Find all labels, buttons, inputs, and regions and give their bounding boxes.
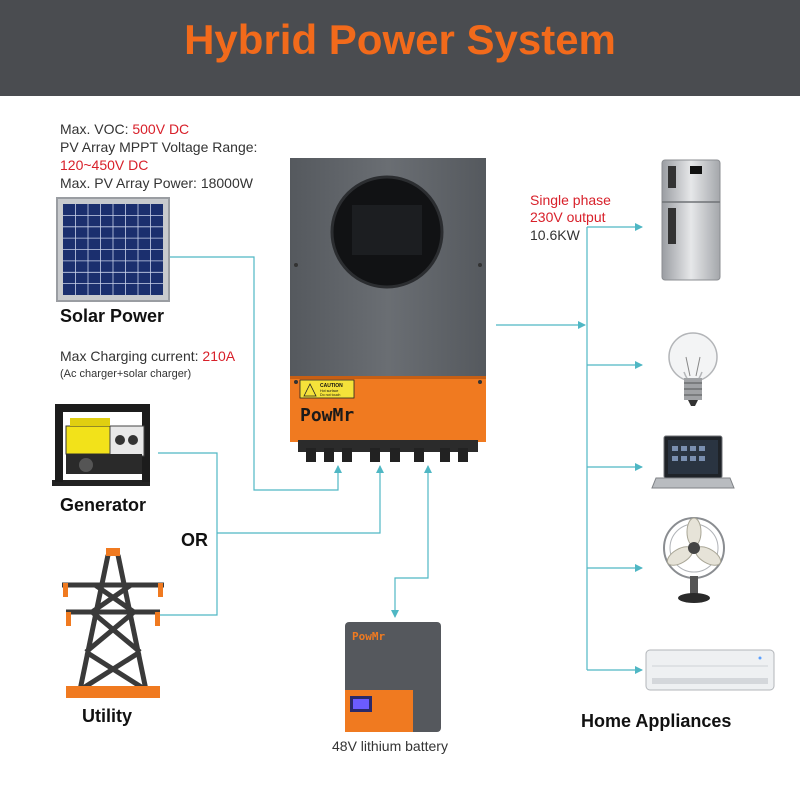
refrigerator-icon [661, 159, 721, 281]
solar-panel-icon [56, 197, 170, 302]
connector-lines [158, 223, 643, 674]
inverter-brand-logo: PowMr [300, 405, 354, 426]
page-title: Hybrid Power System [184, 16, 616, 63]
caution-title: CAUTION [320, 383, 343, 389]
utility-label: Utility [82, 706, 133, 726]
mppt-spec-label: PV Array MPPT Voltage Range: [60, 139, 258, 155]
header-banner: Hybrid Power System [0, 0, 800, 96]
grid-connector [217, 465, 384, 534]
caution-label: CAUTION Hot surface Do not touch [299, 379, 355, 399]
generator-icon [52, 404, 150, 486]
or-label: OR [181, 530, 208, 550]
solar-connector [170, 256, 342, 491]
utility-tower-icon [62, 548, 164, 698]
output-power: 10.6KW [530, 227, 580, 243]
generator-label: Generator [60, 495, 147, 515]
laptop-icon [651, 435, 735, 489]
pv-power-spec: Max. PV Array Power: 18000W [60, 175, 253, 191]
lithium-battery: PowMr [345, 622, 441, 732]
desk-fan-icon [663, 517, 725, 603]
air-conditioner-icon [645, 649, 775, 691]
battery-caption: 48V lithium battery [332, 738, 448, 754]
mppt-spec-value: 120~450V DC [60, 157, 149, 173]
caution-line2: Do not touch [320, 393, 340, 397]
solar-power-label: Solar Power [60, 306, 165, 326]
voc-spec: Max. VOC: 500V DC [60, 121, 190, 137]
hybrid-inverter [290, 158, 486, 462]
charging-spec: Max Charging current: 210A [60, 348, 236, 364]
light-bulb-icon [668, 332, 718, 406]
output-voltage: 230V output [530, 209, 606, 225]
caution-line1: Hot surface [320, 389, 338, 393]
output-phase: Single phase [530, 192, 611, 208]
battery-connector [391, 465, 432, 618]
home-appliances-label: Home Appliances [581, 711, 732, 731]
charging-note: (Ac charger+solar charger) [60, 368, 192, 380]
generator-connector [158, 452, 218, 616]
battery-brand-logo: PowMr [352, 630, 385, 643]
